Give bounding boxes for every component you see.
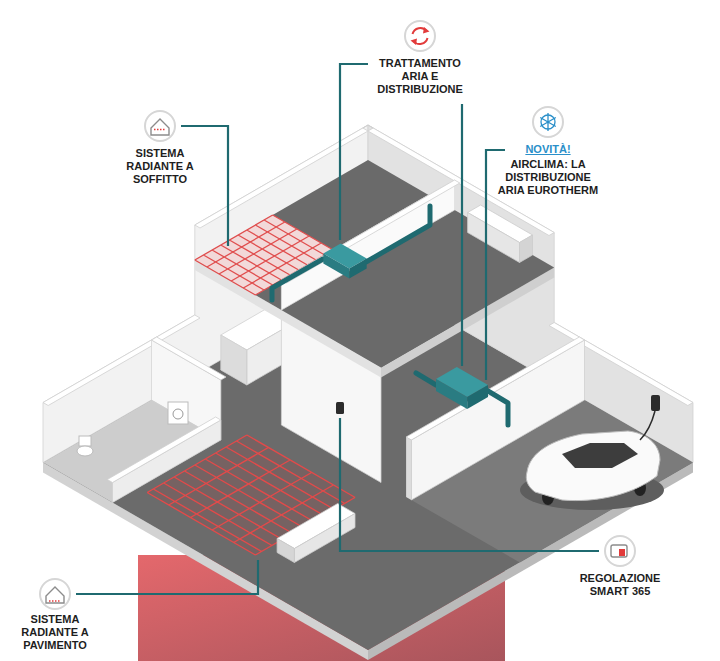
wall-top (43, 125, 693, 406)
washer-door (173, 409, 183, 419)
thermostat (336, 402, 344, 414)
icon-circle (40, 579, 70, 609)
control-icon (611, 545, 627, 557)
icon-circle (605, 536, 635, 566)
sofa (277, 539, 294, 563)
upper-cabinet (520, 235, 533, 263)
air-icon (540, 113, 556, 131)
control-icon-touch (619, 549, 625, 556)
air-duct (272, 206, 430, 300)
callout-label: SISTEMA RADIANTE A PAVIMENTO (9, 613, 101, 652)
callout-label: TRATTAMENTO ARIA E DISTRIBUZIONE (368, 57, 472, 96)
air-unit (323, 254, 349, 279)
toilet-tank (79, 436, 91, 446)
cycle-icon-head (411, 27, 430, 45)
callout-label: REGOLAZIONE SMART 365 (570, 572, 670, 598)
car-glass (562, 443, 638, 468)
icon-circle (145, 111, 175, 141)
wall-end (406, 437, 411, 500)
leader-line (76, 64, 599, 594)
air-unit (436, 379, 467, 409)
house-icon-heat (154, 129, 166, 131)
badge-label: NOVITÀ! (503, 143, 593, 156)
upper-cabinet (468, 213, 520, 263)
charger-cable (640, 411, 655, 440)
house-icon (46, 587, 64, 603)
icon-circle (405, 21, 435, 51)
air-unit (467, 385, 488, 409)
kitchen-cabinet (221, 335, 247, 385)
house-icon-heat (49, 600, 61, 602)
house-icon (151, 119, 169, 135)
sofa (294, 514, 355, 563)
car-body (526, 431, 660, 501)
callout-label: SISTEMA RADIANTE A SOFFITTO (114, 147, 206, 186)
callout-label: AIRCLIMA: LA DISTRIBUZIONE ARIA EUROTHER… (492, 158, 604, 197)
washer (168, 402, 188, 424)
toilet-bowl (77, 446, 93, 456)
wall-top (406, 337, 584, 440)
wall-top (152, 337, 227, 380)
icon-circle (533, 107, 563, 137)
ev-charger (651, 395, 660, 411)
air-unit (349, 259, 366, 279)
